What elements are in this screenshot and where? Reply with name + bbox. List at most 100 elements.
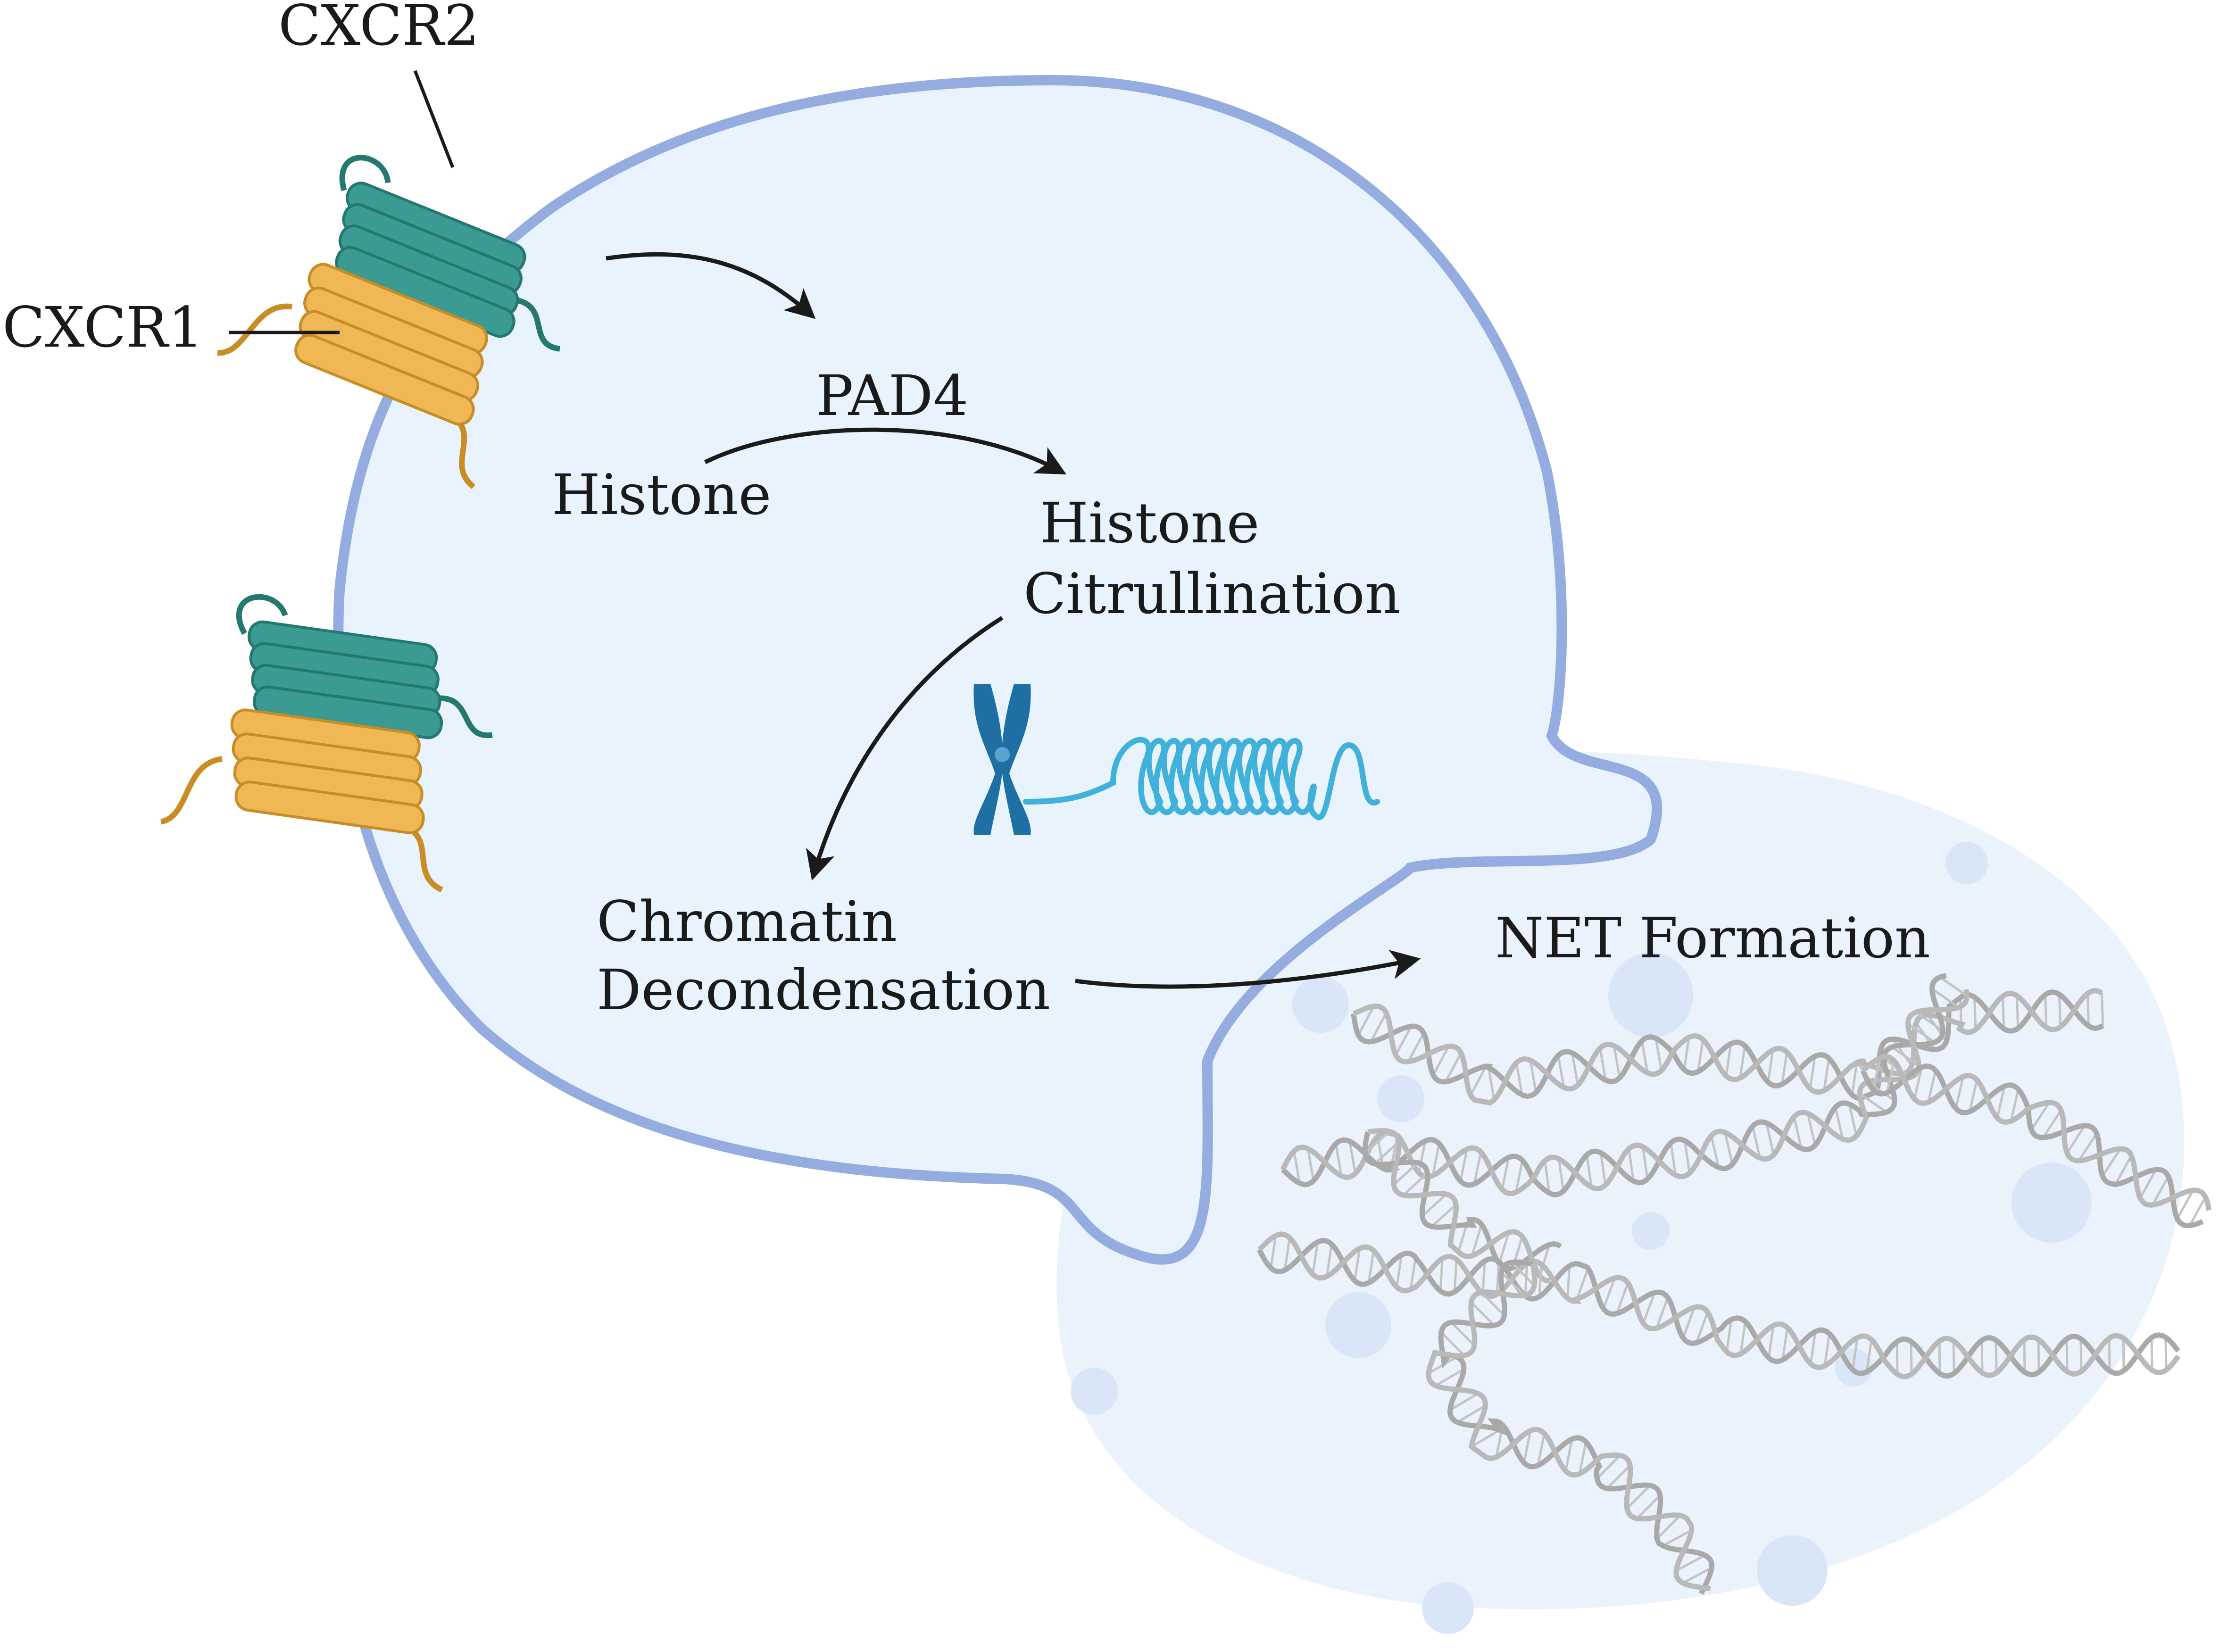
- dna-base-pair: [1654, 1038, 1663, 1071]
- dna-base-pair: [2042, 1109, 2062, 1138]
- dna-helix: [1860, 1054, 2212, 1229]
- dna-base-pair: [1453, 1259, 1458, 1292]
- dna-base-pair: [2100, 993, 2104, 1026]
- dna-base-pair: [2023, 1339, 2026, 1372]
- dna-backbone: [1367, 1128, 1551, 1284]
- cxcr1-label: CXCR1: [2, 295, 203, 360]
- dna-base-pair: [2078, 1132, 2098, 1162]
- dna-base-pair: [1767, 1049, 1774, 1083]
- dna-base-pair: [1566, 1265, 1571, 1299]
- dna-base-pair: [1435, 1368, 1465, 1387]
- histone-citrullination-label-line1: Histone: [1040, 490, 1260, 556]
- dna-base-pair: [1431, 1204, 1457, 1228]
- dna-base-pair: [1431, 1143, 1440, 1176]
- dna-base-pair: [1440, 1331, 1465, 1356]
- dna-base-pair: [1823, 1333, 1831, 1366]
- dna-base-pair: [1851, 1337, 1859, 1370]
- net-cloud-shape: [1056, 751, 2185, 1610]
- dna-base-pair: [1781, 1052, 1788, 1085]
- dna-backbone: [1352, 988, 2103, 1106]
- dna-base-pair: [1865, 1339, 1873, 1372]
- cxcr1-helix: [294, 333, 475, 426]
- histone-label: Histone: [552, 462, 772, 527]
- dna-base-pair: [1954, 1076, 1964, 1109]
- chromatin-coil: [1023, 737, 1380, 821]
- dna-base-pair: [1471, 1224, 1483, 1256]
- dna-base-pair: [2086, 993, 2090, 1026]
- chromatin-decondensation-label-line1: Chromatin: [597, 889, 897, 954]
- dna-base-pair: [1306, 1148, 1315, 1181]
- dna-base-pair: [1697, 1039, 1704, 1072]
- dna-base-pair: [1907, 1022, 1936, 1044]
- vesicle-bubble: [1422, 1582, 1474, 1634]
- neutrophil-cell: [333, 75, 1663, 1265]
- decondensation-to-net-arrow: [1075, 950, 1421, 989]
- dna-base-pair: [1724, 1132, 1734, 1165]
- dna-helix: [1426, 1259, 1715, 1595]
- dna-base-pair: [2010, 1089, 2020, 1121]
- chromosome-right-arm: [1001, 684, 1031, 835]
- dna-base-pair: [1682, 1566, 1713, 1585]
- dna-base-pair: [1615, 1282, 1629, 1314]
- dna-base-pair: [1739, 1321, 1747, 1354]
- dna-base-pair: [1586, 1154, 1593, 1187]
- dna-base-pair: [1806, 1113, 1817, 1146]
- vesicle-bubble: [1757, 1535, 1828, 1606]
- dna-base-pair: [2030, 1102, 2050, 1131]
- dna-base-pair: [1469, 1065, 1488, 1096]
- chromosome-centromere: [995, 747, 1010, 762]
- dna-base-pair: [1557, 1055, 1565, 1088]
- receptor-loop: [435, 695, 493, 739]
- dna-base-pair: [1571, 1053, 1579, 1086]
- dna-base-pair: [1456, 1404, 1486, 1423]
- dna-base-pair: [1481, 1261, 1486, 1294]
- dna-base-pair: [1529, 1060, 1538, 1093]
- dna-base-pair: [1395, 1254, 1403, 1287]
- dna-base-pair: [1325, 1244, 1333, 1277]
- receptor-loop: [453, 416, 475, 490]
- dna-base-pair: [1450, 1321, 1475, 1346]
- net-formation-label: NET Formation: [1495, 905, 1930, 971]
- histone-citrullination-label-line2: Citrullination: [1023, 561, 1401, 626]
- dna-base-pair: [1834, 1107, 1844, 1139]
- cxcr-receptor-dimer-top: [217, 155, 560, 490]
- dna-base-pair: [2108, 1338, 2111, 1371]
- dna-base-pair: [2176, 1189, 2195, 1220]
- dna-base-pair: [1470, 1301, 1496, 1327]
- dna-base-pair: [1487, 1067, 1496, 1100]
- dna-base-pair: [1683, 1140, 1691, 1173]
- dna-base-pair: [2122, 1338, 2125, 1371]
- receptor-loop: [236, 594, 288, 635]
- citrullination-to-decondensation-arrow: [806, 616, 1004, 881]
- dna-base-pair: [1891, 1046, 1920, 1067]
- dna-base-pair: [1809, 1056, 1816, 1089]
- dna-helix: [1351, 988, 2104, 1106]
- dna-base-pair: [1524, 1263, 1529, 1296]
- dna-base-pair: [1374, 1141, 1400, 1165]
- dna-base-pair: [1682, 1307, 1696, 1338]
- vesicle-bubble: [1632, 1212, 1670, 1250]
- dna-base-pair: [1931, 988, 1960, 1009]
- dna-base-pair: [1522, 1430, 1532, 1463]
- dna-base-pair: [1628, 1148, 1635, 1181]
- dna-base-pair: [1670, 1142, 1677, 1176]
- receptor-loop: [217, 303, 292, 356]
- dna-base-pair: [2151, 1176, 2170, 1206]
- vesicle-bubble: [1377, 1075, 1424, 1122]
- dna-base-pair: [1421, 1193, 1447, 1217]
- vesicle-bubble: [1325, 1292, 1391, 1358]
- vesicle-bubble: [1071, 1368, 1118, 1415]
- dna-strands: [1257, 973, 2212, 1595]
- dna-base-pair: [1872, 1057, 1882, 1090]
- cxcr-receptor-dimer-bottom: [160, 594, 493, 893]
- dna-base-pair: [1357, 1005, 1375, 1036]
- cxcr1-helix: [234, 780, 425, 834]
- dna-base-pair: [1613, 1045, 1621, 1078]
- dna-base-pair: [1515, 1062, 1523, 1096]
- cxcr2-leader-line: [413, 70, 455, 168]
- dna-base-pair: [1537, 1433, 1546, 1466]
- receptor-loop: [406, 825, 443, 893]
- dna-base-pair: [1725, 1319, 1733, 1352]
- dna-backbone: [1362, 1131, 1562, 1271]
